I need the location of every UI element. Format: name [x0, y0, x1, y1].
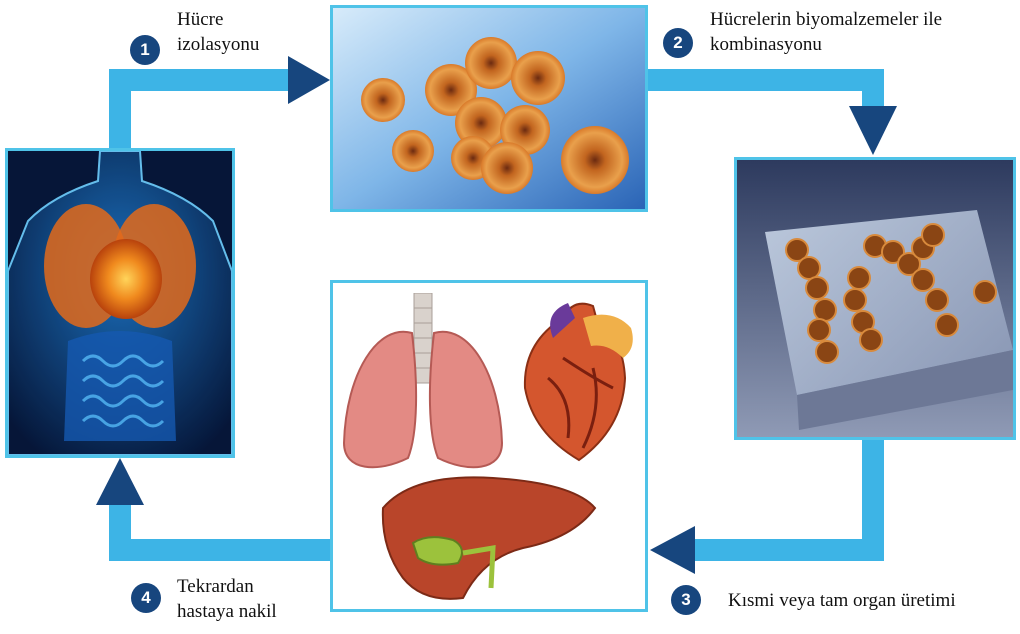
arrowhead-2 [849, 106, 897, 155]
step-4-badge: 4 [131, 583, 161, 613]
step-4-label-line2: hastaya nakil [177, 599, 277, 624]
lungs-icon [338, 293, 508, 478]
cells-panel [330, 5, 648, 212]
step-3-badge: 3 [671, 585, 701, 615]
liver-icon [373, 468, 603, 608]
step-1-label-line2: izolasyonu [177, 32, 259, 57]
step-1-label: Hücre izolasyonu [177, 7, 259, 57]
step-1-label-line1: Hücre [177, 7, 259, 32]
human-body-panel [5, 148, 235, 458]
cells-icon [333, 8, 645, 209]
organs-panel [330, 280, 648, 612]
human-body-icon [8, 151, 232, 455]
step-3-label: Kısmi veya tam organ üretimi [728, 588, 956, 613]
arrowhead-3 [650, 526, 695, 574]
scaffold-panel [734, 157, 1016, 440]
step-2-badge: 2 [663, 28, 693, 58]
step-4-label-line1: Tekrardan [177, 574, 277, 599]
step-4-label: Tekrardan hastaya nakil [177, 574, 277, 624]
step-2-label-line1: Hücrelerin biyomalzemeler ile [710, 7, 1016, 32]
step-1-badge: 1 [130, 35, 160, 65]
flow-line-1 [120, 80, 295, 150]
step-2-label: Hücrelerin biyomalzemeler ile kombinasyo… [710, 7, 1016, 57]
scaffold-icon [737, 160, 1013, 437]
arrowhead-1 [288, 56, 330, 104]
flow-line-4 [120, 500, 335, 550]
arrowhead-4 [96, 458, 144, 505]
step-2-label-line2: kombinasyonu [710, 32, 1016, 57]
flow-line-2 [645, 80, 873, 110]
heart-icon [513, 298, 643, 468]
flow-line-3 [690, 440, 873, 550]
step-3-label-line1: Kısmi veya tam organ üretimi [728, 588, 956, 613]
